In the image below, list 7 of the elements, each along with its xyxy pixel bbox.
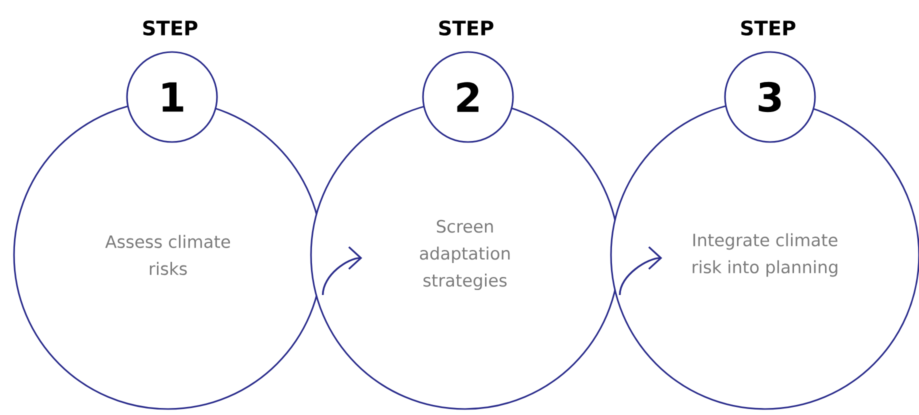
step-label: STEP — [741, 20, 796, 36]
step-label: STEP — [439, 20, 494, 36]
arrow — [322, 246, 362, 296]
node-label: Screen adaptation strategies — [420, 220, 510, 290]
node-label: Integrate climate risk into planning — [692, 233, 838, 277]
step-label: STEP — [143, 20, 198, 36]
arrow — [618, 246, 662, 296]
